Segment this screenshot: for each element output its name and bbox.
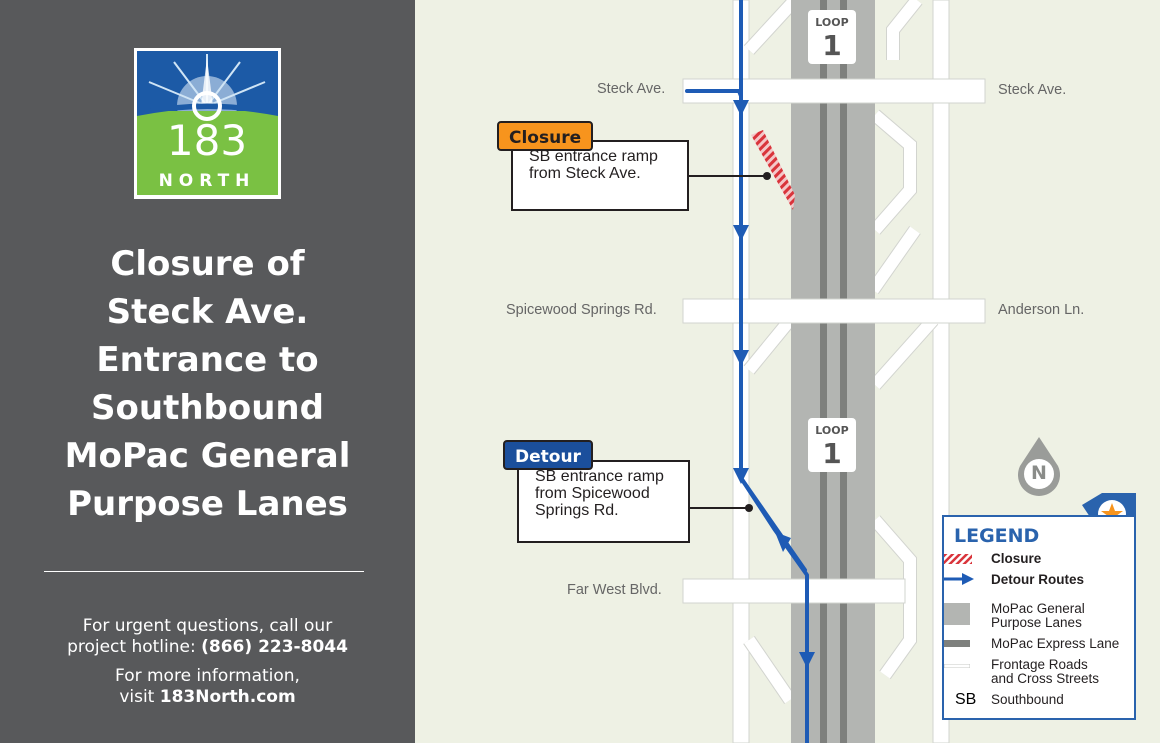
detour-arrow-icon [944, 573, 974, 585]
183-north-logo: 183 NORTH [134, 48, 281, 199]
legend-closure: Closure [991, 551, 1042, 566]
website-link[interactable]: 183North.com [159, 687, 296, 707]
detour-map: LOOP 1 LOOP 1 Steck Ave. Steck Ave. Spic… [415, 0, 1160, 743]
detour-arrow [733, 350, 749, 366]
detour-arrow [733, 100, 749, 116]
title-line: Southbound [91, 388, 324, 428]
legend-general: MoPac General Purpose Lanes [991, 602, 1085, 630]
detour-arrows [733, 100, 815, 668]
legend-general-line: Purpose Lanes [991, 615, 1082, 630]
closure-callout: SB entrance ramp from Steck Ave. [511, 140, 689, 211]
legend-southbound: Southbound [991, 692, 1064, 707]
street-label-far-west: Far West Blvd. [567, 582, 662, 598]
map-graphic [682, 0, 1136, 743]
legend-frontage-line: Frontage Roads [991, 657, 1088, 672]
website-info: For more information, visit 183North.com [20, 666, 395, 708]
hotline-info: For urgent questions, call our project h… [20, 616, 395, 658]
title-line: Steck Ave. [106, 292, 309, 332]
loop-1-shield-south [808, 418, 856, 472]
general-lanes-swatch-icon [944, 603, 970, 625]
detour-arrow [733, 468, 749, 484]
loop-shield-label: LOOP [815, 424, 849, 437]
closure-tag: Closure [497, 121, 594, 151]
title-line: Entrance to [96, 340, 319, 380]
closed-ramp [751, 130, 795, 210]
street-label-spicewood: Spicewood Springs Rd. [506, 302, 657, 318]
hotline-number-line: project hotline: (866) 223-8044 [20, 637, 395, 658]
north-label: N [1031, 462, 1047, 484]
legend-frontage: Frontage Roads and Cross Streets [991, 658, 1099, 686]
detour-callout: SB entrance ramp from Spicewood Springs … [517, 460, 690, 543]
street-label-steck-west: Steck Ave. [597, 81, 666, 97]
detour-arrow [775, 532, 791, 552]
left-info-panel: 183 NORTH Closure of Steck Ave. Entrance… [0, 0, 415, 743]
closure-pointer [763, 172, 771, 180]
hotline-number[interactable]: (866) 223-8044 [201, 637, 348, 657]
mopac-general-lanes [791, 0, 875, 743]
hotline-prefix: project hotline: [67, 637, 196, 657]
legend-express: MoPac Express Lane [991, 636, 1120, 651]
info-line: For more information, [115, 666, 300, 686]
legend-frontage-line: and Cross Streets [991, 671, 1100, 686]
legend-detour: Detour Routes [991, 572, 1085, 587]
detour-text-line: SB entrance ramp [535, 468, 664, 485]
loop-1-shield-north [808, 10, 856, 64]
page-title: Closure of Steck Ave. Entrance to Southb… [20, 240, 395, 528]
detour-pointer [745, 504, 753, 512]
loop-shield-label: LOOP [815, 16, 849, 29]
detour-text-line: from Spicewood [535, 485, 650, 502]
street-label-anderson: Anderson Ln. [998, 302, 1085, 318]
legend-general-line: MoPac General [991, 601, 1085, 616]
north-arrow-icon [1018, 437, 1060, 496]
detour-arrow [733, 225, 749, 241]
cross-streets [682, 78, 986, 604]
street-label-steck-east: Steck Ave. [998, 82, 1067, 98]
loop-shield-number: 1 [822, 29, 842, 62]
detour-arrow [799, 652, 815, 668]
website-line: visit 183North.com [20, 687, 395, 708]
title-line: Closure of [110, 244, 305, 284]
frontage-roads [732, 0, 950, 743]
detour-text-line: Springs Rd. [535, 502, 619, 519]
legend: LEGEND Closure Detour Routes MoPac Gener… [942, 515, 1136, 720]
closure-text-line: from Steck Ave. [529, 165, 641, 182]
divider [44, 571, 364, 572]
website-prefix: visit [119, 687, 155, 707]
frontage-swatch-icon [944, 664, 970, 668]
legend-title: LEGEND [954, 525, 1040, 547]
express-lane-swatch-icon [944, 640, 970, 647]
callout-leaders [689, 175, 767, 509]
hotline-line: For urgent questions, call our [82, 616, 333, 636]
closure-text-line: SB entrance ramp [529, 148, 658, 165]
detour-tag: Detour [503, 440, 593, 470]
logo-number: 183 [167, 116, 247, 165]
loop-shield-number: 1 [822, 437, 842, 470]
title-line: Purpose Lanes [67, 484, 348, 524]
title-line: MoPac General [64, 436, 351, 476]
logo-word: NORTH [159, 171, 256, 191]
legend-sb-abbr: SB [955, 691, 977, 708]
closure-swatch-icon [944, 554, 972, 564]
